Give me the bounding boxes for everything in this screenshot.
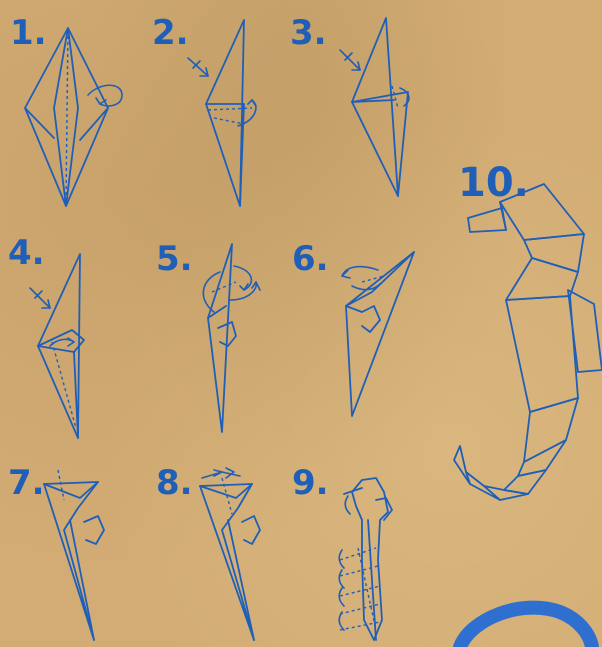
step-8-label: 8. (156, 463, 193, 503)
step-2-label: 2. (152, 13, 189, 53)
step-9-figure (339, 478, 392, 640)
step-3-label: 3. (290, 13, 327, 53)
step-1-label: 1. (10, 13, 47, 53)
step-5-label: 5. (156, 239, 193, 279)
step-6-figure (342, 252, 414, 416)
step-2-figure (188, 20, 256, 206)
step-7-label: 7. (8, 463, 45, 503)
step-1-figure (25, 28, 122, 206)
step-10-label: 10. (458, 160, 529, 206)
step-4-label: 4. (8, 233, 45, 273)
decorative-swirl (460, 608, 592, 647)
step-6-label: 6. (292, 239, 329, 279)
step-4-figure (30, 254, 84, 438)
step-10-seahorse (454, 184, 602, 500)
step-9-label: 9. (292, 463, 329, 503)
step-7-figure (44, 470, 104, 640)
step-5-figure (203, 244, 260, 432)
step-3-figure (340, 18, 409, 196)
step-8-figure (200, 468, 260, 640)
